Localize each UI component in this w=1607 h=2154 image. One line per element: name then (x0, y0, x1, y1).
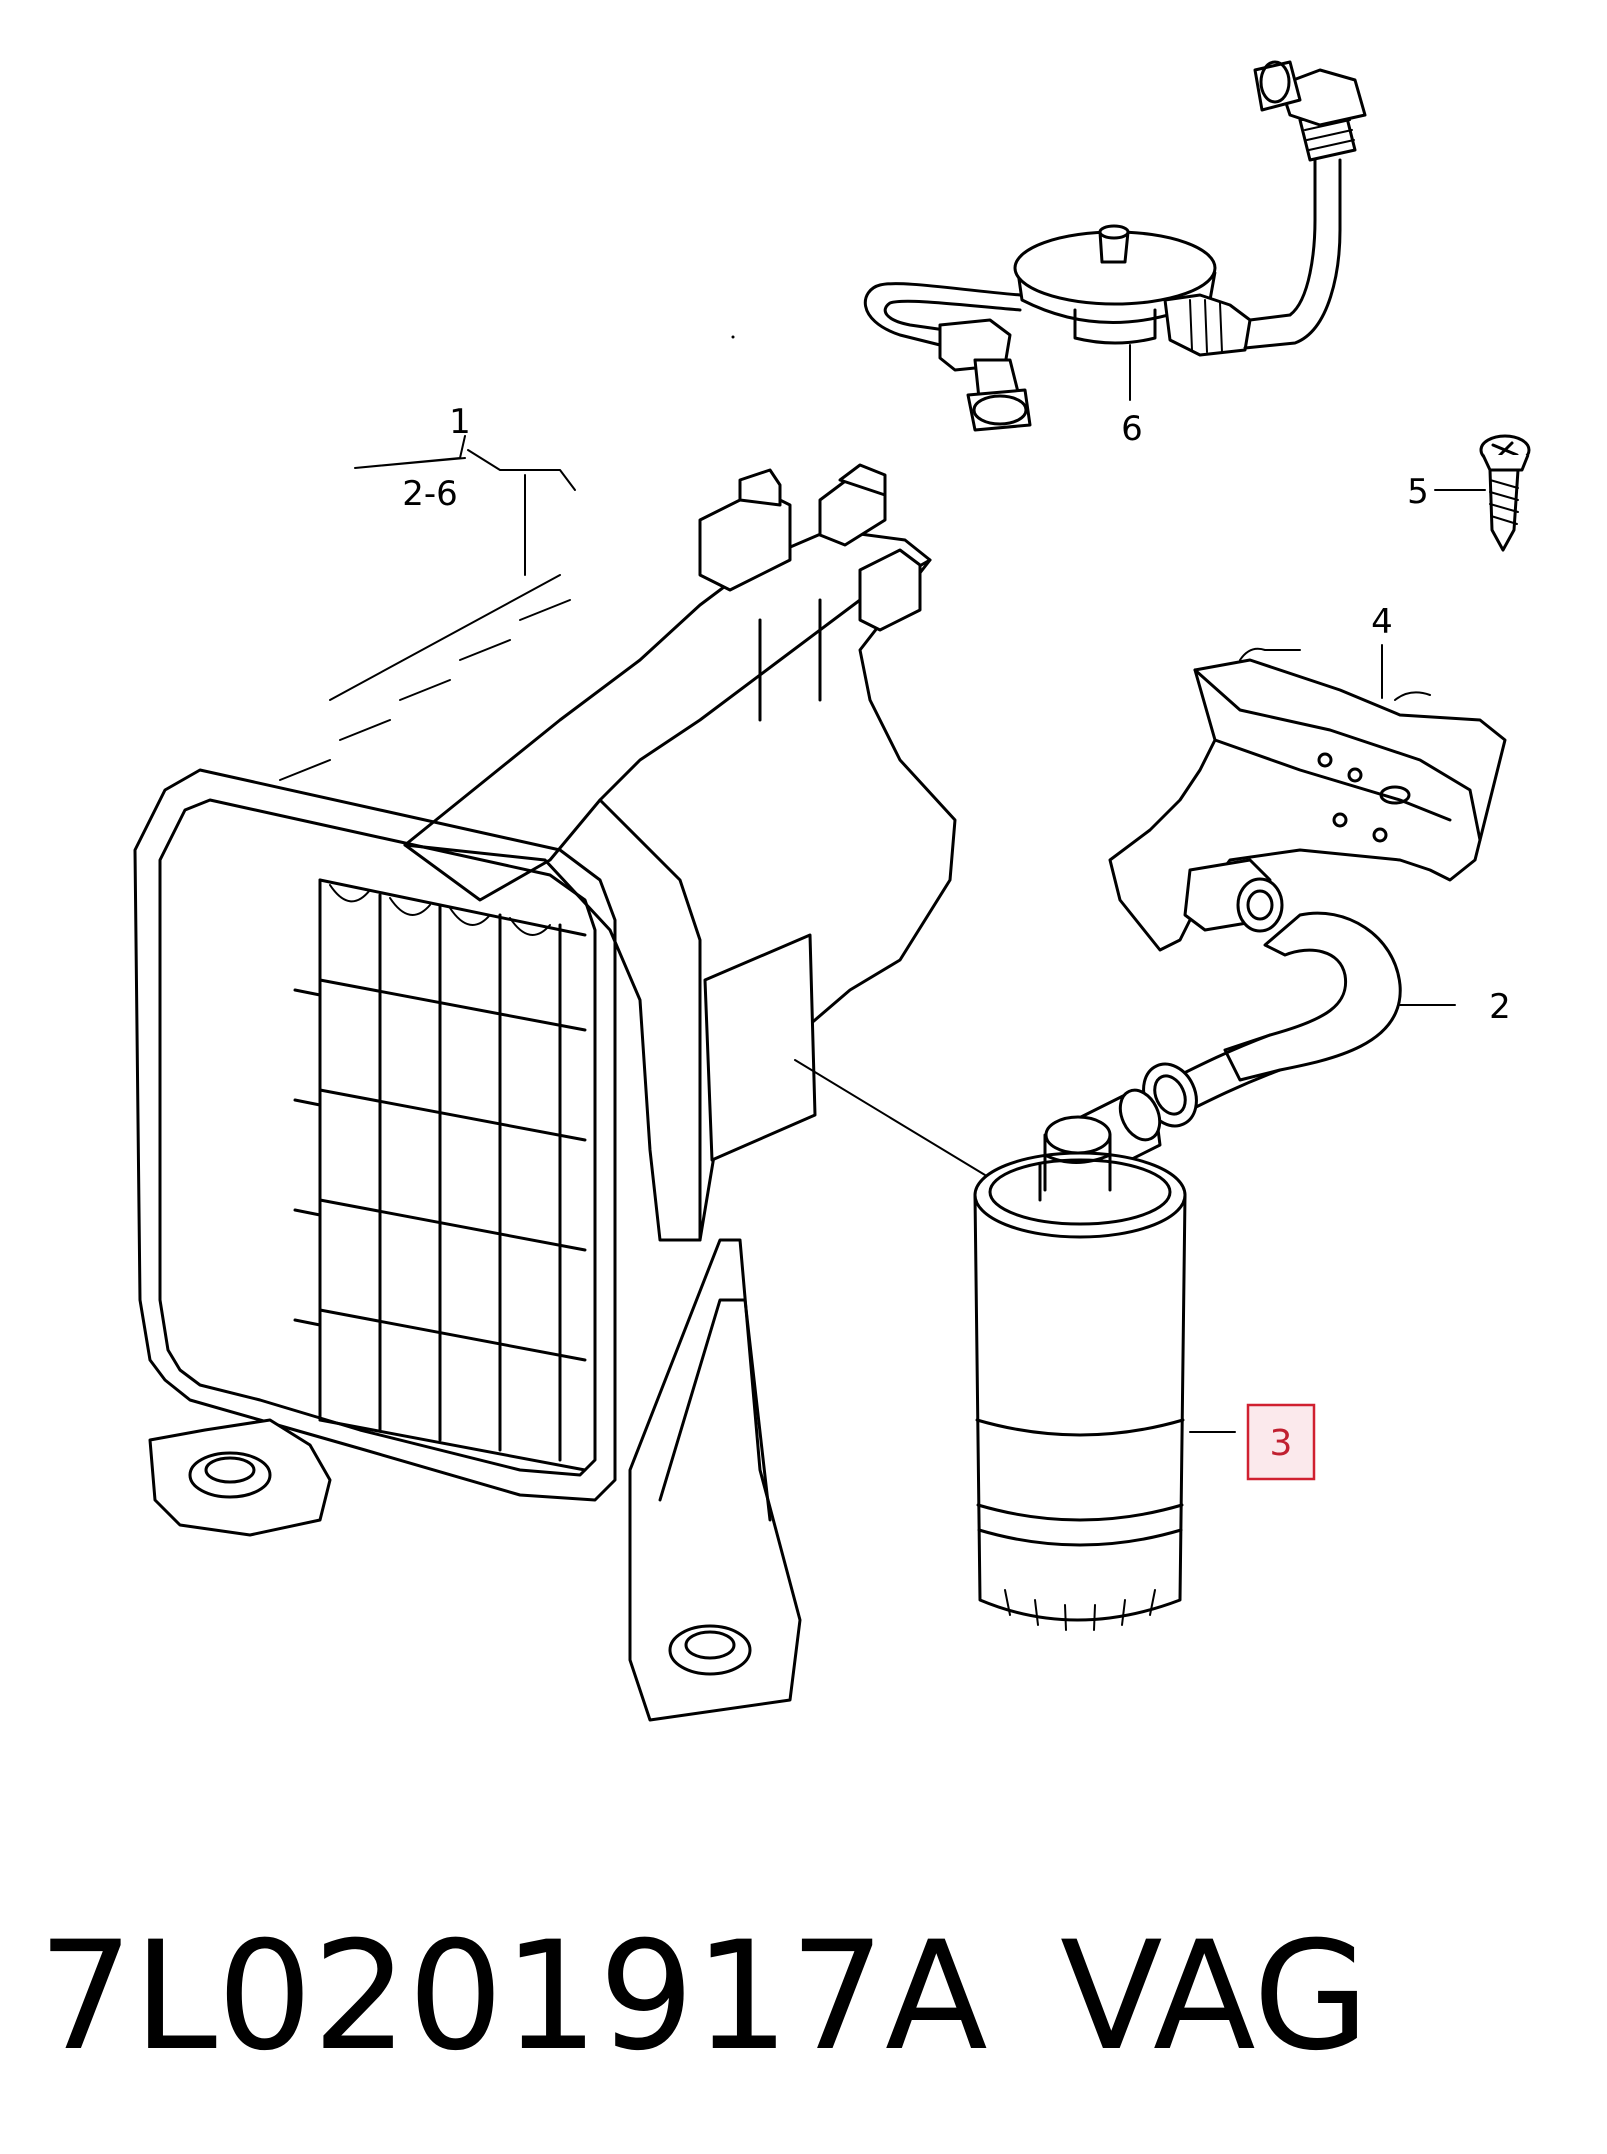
hose (1142, 911, 1402, 1128)
callout-6-label: 6 (1121, 409, 1143, 449)
charcoal-canister (133, 463, 957, 1722)
callout-1-label: 1 (449, 402, 471, 442)
part-number: 7L0201917A (38, 1910, 988, 2084)
callout-5-label: 5 (1407, 472, 1429, 512)
vent-valve-assembly (863, 60, 1367, 432)
callout-1-bracket (354, 435, 576, 576)
brand-name: VAG (1060, 1910, 1369, 2084)
callout-3-highlight-box[interactable] (1246, 1403, 1316, 1481)
mounting-bracket (1108, 647, 1507, 952)
screw (1479, 434, 1531, 552)
callout-2-label: 2 (1489, 987, 1511, 1027)
callout-3-label: 3 (1270, 1423, 1293, 1464)
callout-1-range-label: 2-6 (402, 474, 458, 514)
label-to-filter-leader (794, 1059, 986, 1176)
fuel-filter (973, 1088, 1187, 1631)
stray-dot (731, 335, 735, 339)
callout-4-label: 4 (1371, 602, 1393, 642)
